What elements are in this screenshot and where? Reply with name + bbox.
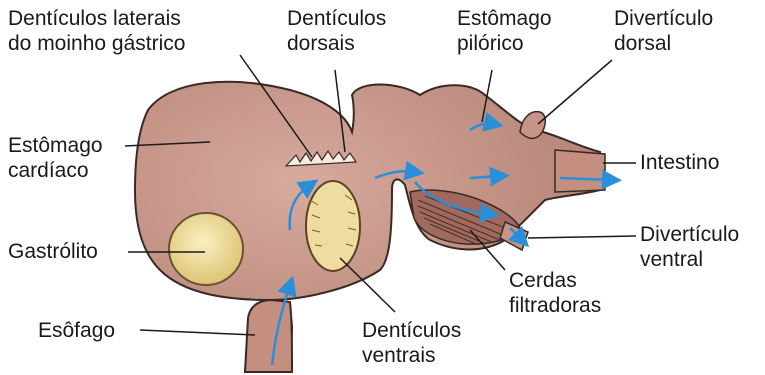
esophagus	[245, 300, 292, 372]
label-cerdas-filtradoras: Cerdas filtradoras	[509, 268, 601, 318]
label-estomago-cardiaco: Estômago cardíaco	[8, 133, 103, 183]
label-denticulos-dorsais: Dentículos dorsais	[287, 6, 386, 56]
intestine	[555, 150, 605, 192]
label-intestino: Intestino	[640, 150, 719, 175]
label-gastrolito: Gastrólito	[8, 239, 98, 264]
ventral-denticles	[306, 181, 360, 271]
label-esofago: Esôfago	[38, 318, 115, 343]
label-denticulos-laterais: Dentículos laterais do moinho gástrico	[8, 6, 185, 56]
label-denticulos-ventrais: Dentículos ventrais	[362, 318, 461, 368]
label-diverticulo-ventral: Divertículo ventral	[640, 222, 739, 272]
label-estomago-pilorico: Estômago pilórico	[457, 6, 552, 56]
gastrolith	[169, 213, 243, 285]
label-diverticulo-dorsal: Divertículo dorsal	[614, 6, 713, 56]
ventral-diverticulum	[500, 222, 528, 250]
